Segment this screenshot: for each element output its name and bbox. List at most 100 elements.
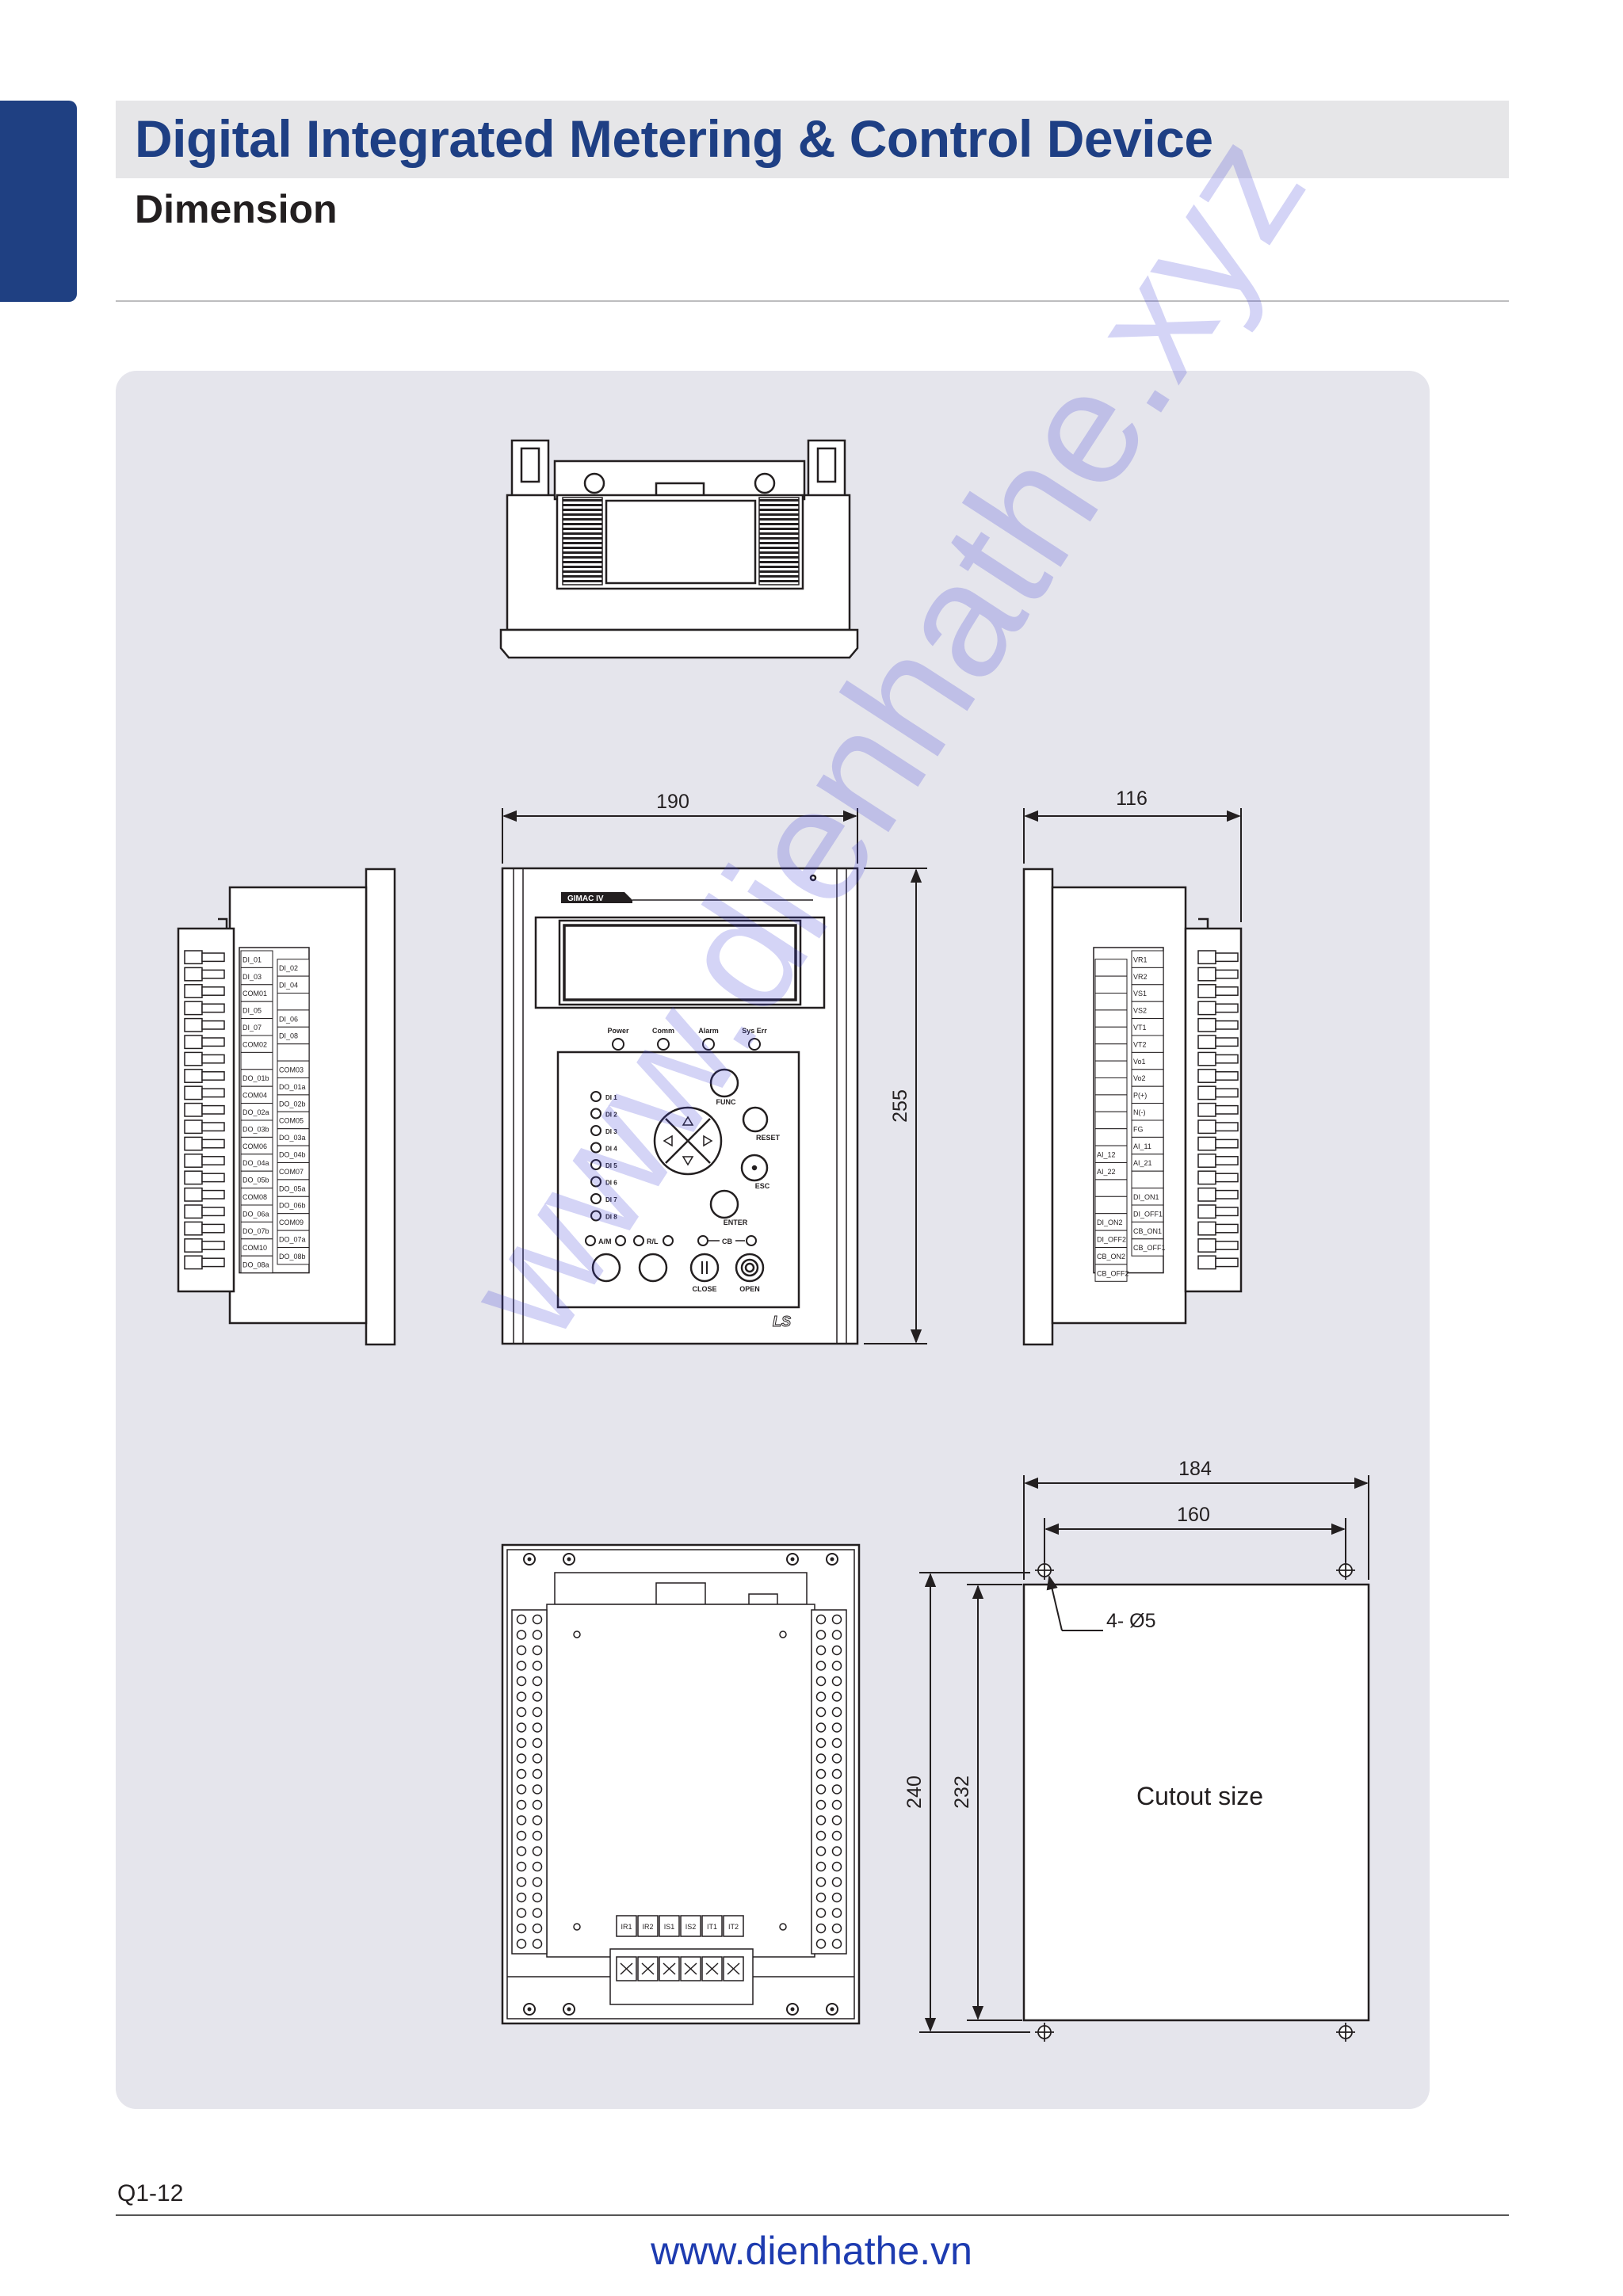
func-key bbox=[709, 1068, 739, 1098]
terminal-pin bbox=[1197, 1119, 1216, 1135]
terminal-label: VS2 bbox=[1133, 1007, 1147, 1015]
di-led bbox=[590, 1159, 601, 1170]
terminal-slot bbox=[1215, 1020, 1239, 1030]
ct-label-cell bbox=[723, 1915, 744, 1937]
terminal-label: COM07 bbox=[279, 1168, 304, 1176]
terminal-slot bbox=[1215, 952, 1239, 963]
terminal-slot bbox=[1215, 1037, 1239, 1047]
terminal-slot bbox=[1215, 1257, 1239, 1268]
terminal-label: DO_04b bbox=[279, 1151, 306, 1159]
terminal-screw bbox=[815, 1722, 827, 1733]
terminal-slot bbox=[201, 1257, 225, 1268]
terminal-cell bbox=[1094, 1094, 1128, 1112]
terminal-screw bbox=[815, 1830, 827, 1841]
am-button bbox=[591, 1253, 621, 1283]
rear-terminal-strips bbox=[511, 1609, 847, 1955]
terminal-screw bbox=[815, 1923, 827, 1934]
ct-screw-slot bbox=[641, 1962, 655, 1975]
terminal-label: DO_03b bbox=[242, 1125, 269, 1133]
di-led bbox=[590, 1210, 601, 1222]
am-led bbox=[585, 1235, 596, 1246]
terminal-label: DI_OFF2 bbox=[1097, 1236, 1126, 1244]
terminal-slot bbox=[1215, 1003, 1239, 1013]
terminal-screw bbox=[516, 1691, 527, 1702]
terminal-pin bbox=[1197, 967, 1216, 982]
status-led bbox=[702, 1038, 715, 1051]
am-label: A/M bbox=[598, 1238, 612, 1245]
navigation-pad bbox=[653, 1106, 723, 1176]
terminal-screw bbox=[532, 1908, 543, 1918]
terminal-screw bbox=[815, 1784, 827, 1794]
terminal-pin bbox=[1197, 1238, 1216, 1253]
terminal-cell bbox=[277, 1247, 310, 1265]
reset-key-label: RESET bbox=[756, 1134, 781, 1142]
terminal-slot bbox=[1215, 1173, 1239, 1183]
terminal-slot bbox=[201, 1173, 225, 1183]
screw-center bbox=[527, 1557, 532, 1562]
terminal-slot bbox=[201, 1156, 225, 1165]
terminal-label: CB_OFF2 bbox=[1097, 1269, 1129, 1277]
ct-screw-slot bbox=[620, 1962, 633, 1975]
terminal-label: COM04 bbox=[242, 1092, 267, 1100]
terminal-cell bbox=[1094, 1026, 1128, 1045]
terminal-label: AI_11 bbox=[1133, 1142, 1151, 1150]
status-led bbox=[748, 1038, 761, 1051]
terminal-label: CB_ON2 bbox=[1097, 1253, 1125, 1261]
terminal-label: DO_03a bbox=[279, 1134, 306, 1142]
terminal-cell bbox=[1094, 1179, 1128, 1197]
terminal-slot bbox=[1215, 1189, 1239, 1199]
terminal-screw bbox=[831, 1892, 842, 1903]
terminal-slot bbox=[1215, 1156, 1239, 1165]
terminal-label: DI_ON1 bbox=[1133, 1193, 1159, 1201]
cutout-rectangle bbox=[1022, 1583, 1370, 2022]
reset-key bbox=[742, 1106, 769, 1133]
rear-view bbox=[501, 1543, 861, 2025]
terminal-screw bbox=[831, 1799, 842, 1810]
terminal-screw bbox=[831, 1815, 842, 1825]
terminal-label: DO_07b bbox=[242, 1227, 269, 1235]
ct-screw-slot bbox=[684, 1962, 697, 1975]
terminal-slot bbox=[1215, 1207, 1239, 1217]
terminal-screw bbox=[532, 1614, 543, 1625]
left-terminal-blocks: DI_01DI_03COM01DI_05DI_07COM02DO_01bCOM0… bbox=[184, 947, 310, 1274]
terminal-screw bbox=[831, 1645, 842, 1656]
terminal-pin bbox=[184, 1238, 203, 1253]
terminal-label: AI_12 bbox=[1097, 1151, 1116, 1159]
terminal-pin bbox=[1197, 1051, 1216, 1066]
terminal-label: DI_02 bbox=[279, 964, 298, 972]
ct-label: IR1 bbox=[621, 1923, 632, 1931]
terminal-label: DO_07a bbox=[279, 1236, 306, 1244]
footer-url[interactable]: www.dienhathe.vn bbox=[651, 2229, 972, 2273]
terminal-screw bbox=[831, 1753, 842, 1764]
cutout-outer-width: 184 bbox=[1178, 1458, 1212, 1480]
cutout-hole-spacing-y: 232 bbox=[951, 1775, 973, 1809]
terminal-label: VS1 bbox=[1133, 990, 1147, 997]
terminal-label: COM10 bbox=[242, 1244, 267, 1252]
terminal-screw bbox=[815, 1815, 827, 1825]
terminal-slot bbox=[1215, 1138, 1239, 1149]
terminal-pin bbox=[1197, 1221, 1216, 1236]
terminal-screw bbox=[532, 1768, 543, 1779]
di-led bbox=[590, 1108, 601, 1119]
terminal-pin bbox=[1197, 1085, 1216, 1100]
ct-label: IT2 bbox=[728, 1923, 739, 1931]
enter-key bbox=[709, 1189, 739, 1219]
terminal-screw bbox=[516, 1846, 527, 1856]
terminal-cell bbox=[1094, 1043, 1128, 1062]
screw-center bbox=[567, 2007, 571, 2012]
terminal-label: COM02 bbox=[242, 1040, 267, 1048]
terminal-screw bbox=[532, 1784, 543, 1794]
terminal-screw bbox=[516, 1722, 527, 1733]
terminal-screw bbox=[516, 1892, 527, 1903]
terminal-slot bbox=[1215, 969, 1239, 979]
terminal-label: DI_08 bbox=[279, 1032, 298, 1040]
status-led-label: Alarm bbox=[698, 1027, 719, 1035]
terminal-pin bbox=[184, 1035, 203, 1050]
terminal-slot bbox=[201, 1189, 225, 1199]
ct-label-cell bbox=[701, 1915, 723, 1937]
terminal-screw bbox=[815, 1753, 827, 1764]
terminal-slot bbox=[201, 1037, 225, 1047]
